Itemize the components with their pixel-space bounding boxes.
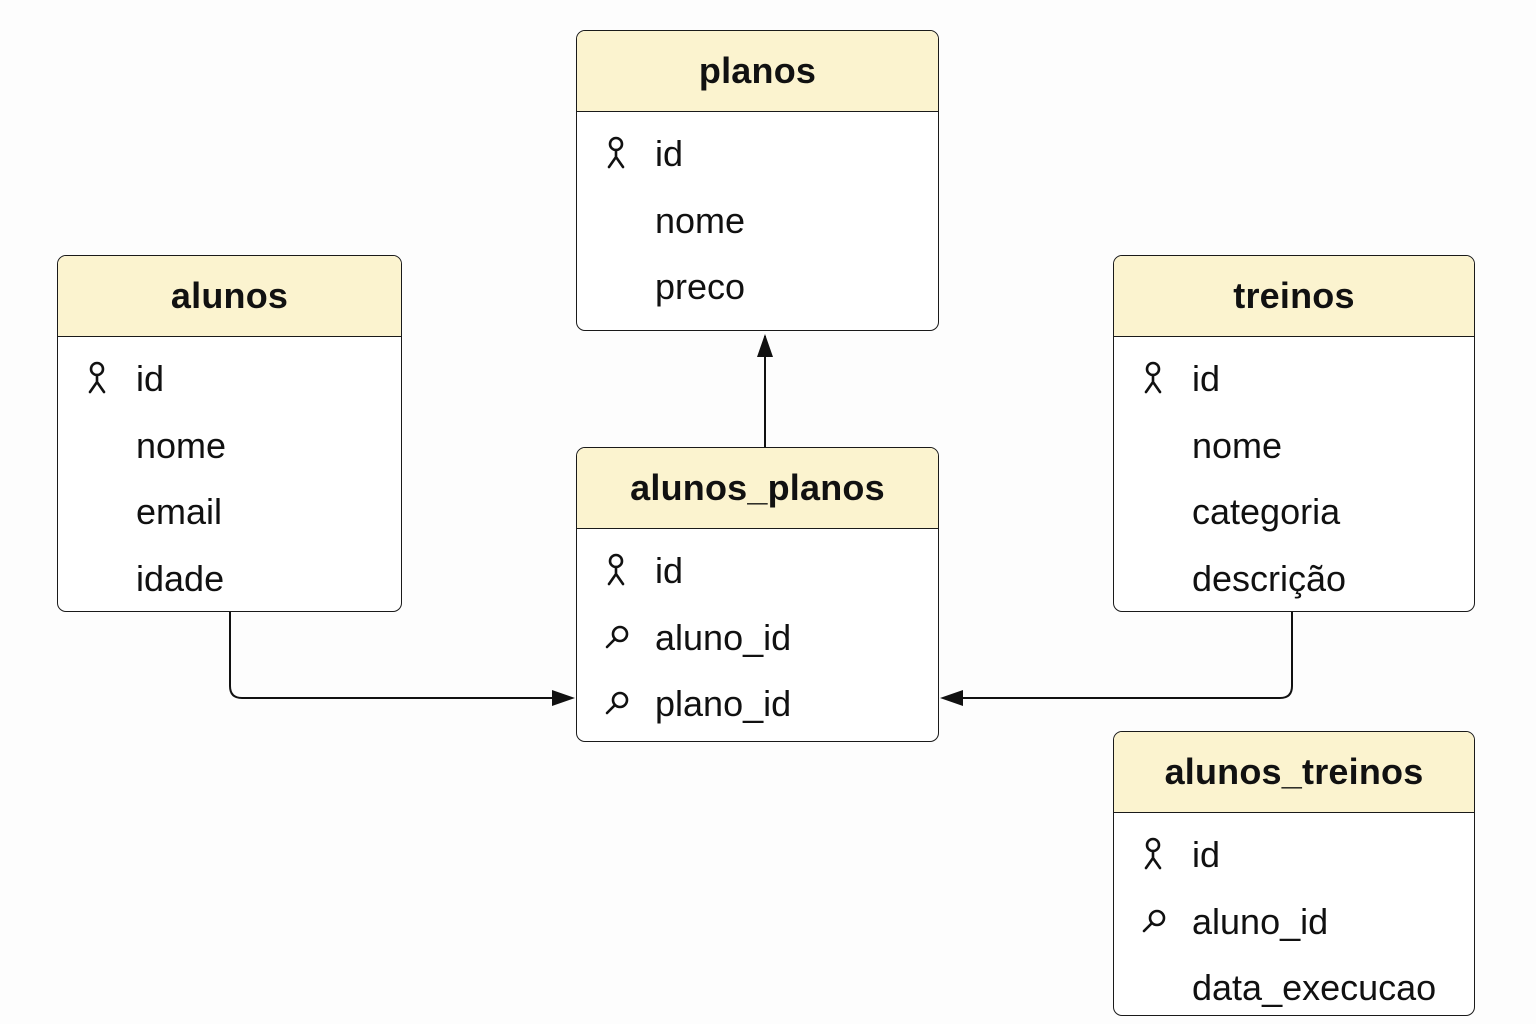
- entity-field-list: id nome categoria descrição: [1114, 337, 1474, 612]
- entity-field-list: id nome email idade: [58, 337, 401, 612]
- field-row: aluno_id: [577, 605, 938, 672]
- field-name: plano_id: [655, 683, 792, 725]
- primary-key-icon: [601, 134, 631, 174]
- field-row: id: [1114, 346, 1474, 413]
- entity-field-list: id aluno_id plano_id: [577, 529, 938, 738]
- field-row: descrição: [1114, 546, 1474, 612]
- field-name: id: [1192, 358, 1221, 400]
- primary-key-icon: [1138, 359, 1168, 399]
- foreign-key-icon: [1138, 902, 1168, 942]
- edge-alunos-to-alunos-planos: [229, 612, 572, 699]
- field-row: nome: [1114, 413, 1474, 480]
- arrowhead-to-planos: [757, 334, 773, 357]
- field-name: id: [655, 550, 684, 592]
- field-name: nome: [136, 424, 227, 466]
- field-name: categoria: [1192, 491, 1341, 533]
- edge-treinos-to-alunos-planos: [944, 612, 1293, 699]
- field-name: id: [655, 133, 684, 175]
- foreign-key-icon: [601, 618, 631, 658]
- entity-title: treinos: [1114, 256, 1474, 337]
- field-name: nome: [655, 199, 746, 241]
- entity-alunos-planos[interactable]: alunos_planos id aluno_id plano_id: [576, 447, 939, 742]
- entity-title: planos: [577, 31, 938, 112]
- field-row: nome: [577, 188, 938, 255]
- field-name: nome: [1192, 424, 1283, 466]
- field-name: descrição: [1192, 557, 1347, 599]
- field-name: aluno_id: [655, 616, 792, 658]
- foreign-key-icon: [601, 684, 631, 724]
- field-row: preco: [577, 254, 938, 321]
- field-row: id: [1114, 822, 1474, 889]
- field-name: id: [1192, 834, 1221, 876]
- field-row: id: [577, 121, 938, 188]
- field-name: preco: [655, 266, 746, 308]
- entity-planos[interactable]: planos id nome preco: [576, 30, 939, 331]
- arrowhead-alunos-to-alunos-planos: [552, 690, 575, 706]
- entity-alunos-treinos[interactable]: alunos_treinos id aluno_id data_execucao: [1113, 731, 1475, 1016]
- field-row: data_execucao: [1114, 955, 1474, 1015]
- field-row: email: [58, 479, 401, 546]
- entity-field-list: id aluno_id data_execucao: [1114, 813, 1474, 1015]
- field-name: email: [136, 491, 223, 533]
- entity-title: alunos_planos: [577, 448, 938, 529]
- primary-key-icon: [1138, 835, 1168, 875]
- field-name: id: [136, 358, 165, 400]
- field-row: idade: [58, 546, 401, 612]
- entity-field-list: id nome preco: [577, 112, 938, 321]
- field-row: categoria: [1114, 479, 1474, 546]
- field-row: plano_id: [577, 671, 938, 738]
- field-row: nome: [58, 413, 401, 480]
- field-row: aluno_id: [1114, 889, 1474, 956]
- primary-key-icon: [601, 551, 631, 591]
- field-name: aluno_id: [1192, 900, 1329, 942]
- field-row: id: [58, 346, 401, 413]
- field-name: idade: [136, 557, 225, 599]
- entity-title: alunos_treinos: [1114, 732, 1474, 813]
- arrowhead-treinos-to-alunos-planos: [940, 690, 963, 706]
- field-row: id: [577, 538, 938, 605]
- entity-title: alunos: [58, 256, 401, 337]
- entity-alunos[interactable]: alunos id nome email idade: [57, 255, 402, 612]
- entity-treinos[interactable]: treinos id nome categoria descrição: [1113, 255, 1475, 612]
- field-name: data_execucao: [1192, 967, 1437, 1009]
- primary-key-icon: [82, 359, 112, 399]
